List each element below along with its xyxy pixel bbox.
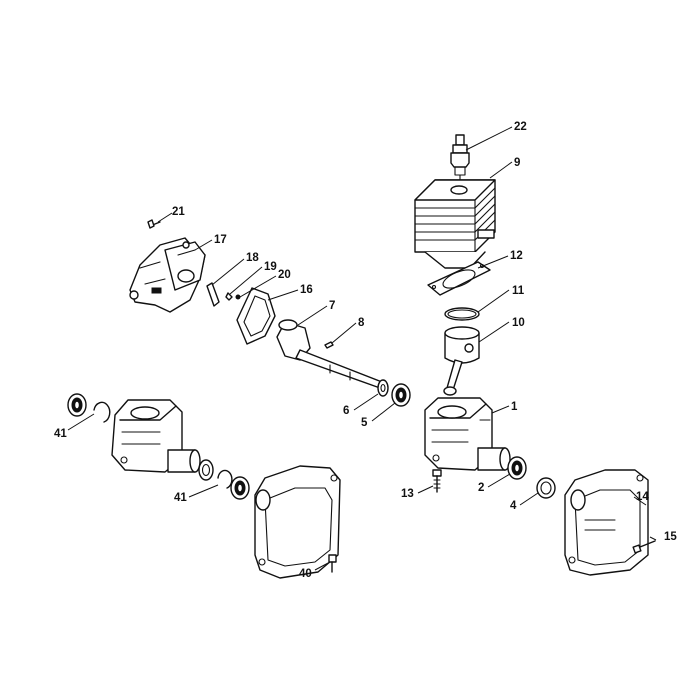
cylinder-gasket-part [427, 261, 491, 296]
screw-13-part [432, 469, 442, 493]
crankcase-part [424, 397, 511, 471]
callout-41-lower: 41 [174, 492, 187, 504]
callout-7: 7 [329, 300, 335, 312]
crankcase-left-part [111, 399, 201, 473]
screw-15-part [632, 540, 656, 554]
callout-labels: 22 9 21 17 18 19 20 16 12 7 11 8 10 6 5 … [54, 121, 677, 580]
callout-40: 40 [299, 568, 312, 580]
callout-18: 18 [246, 252, 259, 264]
clip-part [225, 292, 241, 301]
callout-8: 8 [358, 317, 365, 329]
callout-10: 10 [512, 317, 525, 329]
piston-ring-part [444, 307, 480, 321]
crankcase-half-left-part [254, 465, 341, 579]
spark-plug-part [450, 134, 470, 181]
callout-5: 5 [361, 417, 368, 429]
crankshaft-part [276, 319, 383, 389]
cylinder-part [414, 179, 496, 269]
key-part [324, 341, 334, 349]
callout-6: 6 [343, 405, 349, 417]
bearing-right-part [507, 456, 527, 480]
bearing-left-upper-part [67, 393, 111, 423]
callout-17: 17 [214, 234, 227, 246]
callout-1: 1 [511, 401, 518, 413]
callout-11: 11 [512, 285, 525, 297]
callout-22: 22 [514, 121, 527, 133]
callout-12: 12 [510, 250, 523, 262]
shutter-plate-part [206, 282, 220, 307]
callout-41-upper: 41 [54, 428, 67, 440]
callout-14: 14 [636, 491, 649, 503]
callout-4: 4 [510, 500, 517, 512]
piston-part [443, 326, 480, 396]
washer-part [377, 379, 389, 397]
callout-19: 19 [264, 261, 277, 273]
callout-9: 9 [514, 157, 520, 169]
bearing-left-lower-part [198, 459, 250, 500]
screw-40-part [328, 554, 337, 573]
bearing-upper-part [391, 383, 411, 407]
callout-16: 16 [300, 284, 313, 296]
crankcase-half-right-part [564, 469, 649, 576]
callout-20: 20 [278, 269, 291, 281]
ignition-housing-part [129, 219, 206, 313]
callout-15: 15 [664, 531, 677, 543]
callout-13: 13 [401, 488, 414, 500]
crankcase-gasket-part [236, 287, 276, 345]
callout-2: 2 [478, 482, 484, 494]
leader-lines [67, 126, 657, 571]
seal-right-part [536, 477, 556, 499]
callout-21: 21 [172, 206, 185, 218]
